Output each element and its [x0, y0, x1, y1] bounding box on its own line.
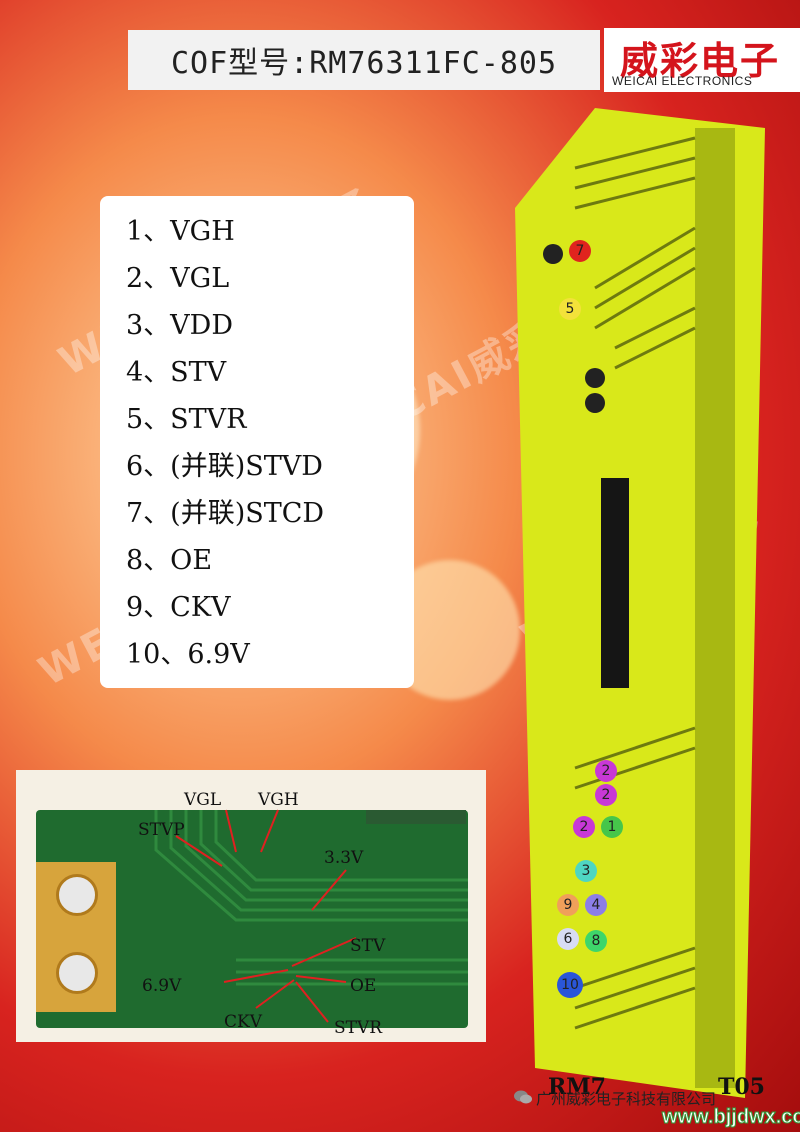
pin-item: 1、VGH [126, 216, 235, 247]
mounting-hole [56, 952, 98, 994]
pcb-board-photo: VGL VGH STVP 3.3V STV 6.9V OE CKV STVR [16, 770, 486, 1042]
marker-10: 10 [557, 972, 583, 998]
label-3v3: 3.3V [324, 848, 364, 868]
pin-item: 5、STVR [126, 404, 247, 435]
pin-item: 7、(并联)STCD [126, 498, 325, 529]
label-vgl: VGL [184, 790, 222, 810]
cof-model-tail: T05 [718, 1074, 765, 1100]
footer: RM7 T05 广州威彩电子科技有限公司 www.bjjdwx.com [510, 1074, 800, 1129]
label-stvr: STVR [334, 1018, 383, 1038]
pin-item: 10、6.9V [126, 639, 250, 670]
gold-connector-pad [36, 862, 116, 1012]
callout-arrows [175, 809, 357, 1023]
mounting-hole [56, 874, 98, 916]
marker-2: 2 [595, 784, 617, 806]
logo-en: WEICAI ELECTRONICS [612, 74, 753, 88]
marker-2: 2 [573, 816, 595, 838]
marker-2: 2 [595, 760, 617, 782]
marker-3: 3 [575, 860, 597, 882]
marker-7: 7 [569, 240, 591, 262]
pin-list-panel: 1、VGH 2、VGL 3、VDD 4、STV 5、STVR 6、(并联)STV… [100, 196, 414, 688]
marker-6: 6 [557, 928, 579, 950]
cof-flex-strip: 7 5 2 2 2 1 3 9 4 6 8 10 [515, 108, 765, 1098]
label-stv: STV [350, 936, 386, 956]
label-ckv: CKV [224, 1012, 262, 1032]
marker-9: 9 [557, 894, 579, 916]
company-name: 广州威彩电子科技有限公司 [536, 1090, 717, 1108]
title-bar: COF型号:RM76311FC-805 [128, 30, 600, 90]
page-title: COF型号:RM76311FC-805 [170, 46, 558, 81]
logo-cn: 威彩电子 [620, 38, 781, 83]
label-stvp: STVP [138, 820, 185, 840]
label-oe: OE [350, 976, 377, 996]
website-url: www.bjjdwx.com [661, 1106, 800, 1129]
cof-drawing [515, 108, 765, 1098]
marker-5: 5 [559, 298, 581, 320]
marker-8: 8 [585, 930, 607, 952]
pin-item: 4、STV [126, 357, 227, 388]
label-6v9: 6.9V [142, 976, 182, 996]
pin-item: 3、VDD [126, 310, 233, 341]
marker-4: 4 [585, 894, 607, 916]
pin-item: 8、OE [126, 545, 213, 576]
cof-model-partial: RM7 [548, 1074, 606, 1100]
label-vgh: VGH [258, 790, 299, 810]
wechat-icon [514, 1090, 532, 1104]
pin-item: 9、CKV [126, 592, 231, 623]
company-logo: 威彩电子 WEICAI ELECTRONICS [604, 28, 800, 92]
pin-item: 6、(并联)STVD [126, 451, 323, 482]
marker-1: 1 [601, 816, 623, 838]
pin-item: 2、VGL [126, 263, 230, 294]
